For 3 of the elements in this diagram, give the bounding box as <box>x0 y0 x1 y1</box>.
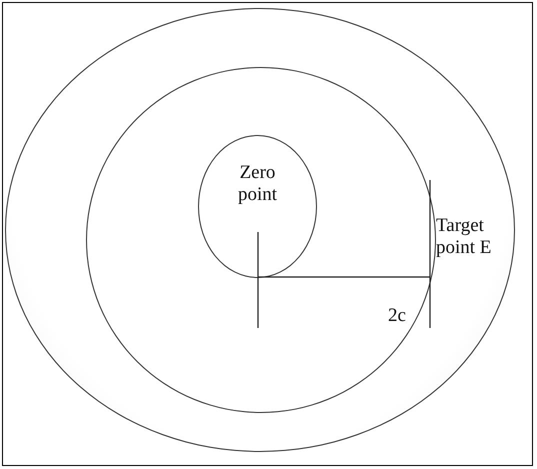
target-point-label: Target point E <box>436 215 492 259</box>
dimension-label: 2c <box>388 305 407 327</box>
node-label: Zero point <box>236 162 278 206</box>
